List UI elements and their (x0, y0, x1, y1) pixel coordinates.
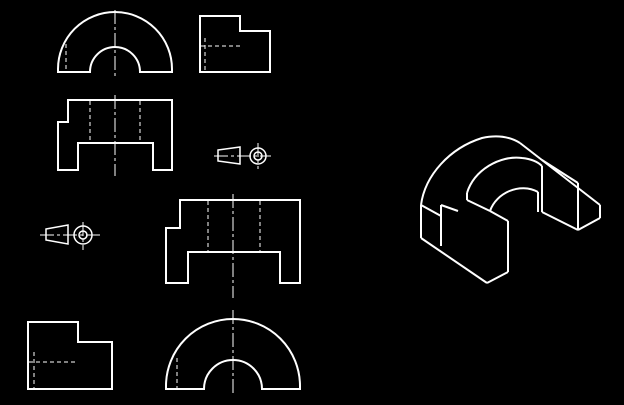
iso-bottom-right-edge (577, 217, 601, 231)
projection-symbol-upper (214, 143, 271, 169)
iso-right-top-edge (541, 159, 579, 184)
iso-notch-arc (489, 187, 539, 212)
view-side-upper (199, 15, 271, 73)
view-arch-upper (57, 10, 173, 78)
iso-left-top (420, 204, 442, 217)
iso-front-step (466, 199, 491, 212)
iso-inner-bottom-edge (541, 211, 579, 231)
iso-left-block-front (440, 204, 459, 212)
arch-lower-outline (165, 318, 301, 390)
projection-symbol-lower (40, 222, 100, 250)
view-arch-lower (165, 310, 301, 396)
iso-top-back-edge (519, 142, 601, 206)
iso-left-bottom (420, 237, 488, 284)
isometric-view (420, 135, 601, 284)
side-lower-outline (27, 321, 113, 390)
view-front-upper (57, 95, 173, 176)
front-outline (57, 99, 173, 171)
view-front-lower (165, 194, 301, 298)
symbol-cone-lower (45, 224, 69, 245)
iso-inner-arch (466, 156, 543, 194)
side-outline (199, 15, 271, 73)
iso-front-step-down (489, 210, 509, 222)
arch-outline (57, 11, 173, 73)
iso-outer-arch (420, 135, 521, 206)
view-side-lower (27, 321, 113, 390)
symbol-cone-upper (217, 146, 241, 165)
iso-bottom-front (486, 271, 509, 284)
front-lower-outline (165, 199, 301, 284)
